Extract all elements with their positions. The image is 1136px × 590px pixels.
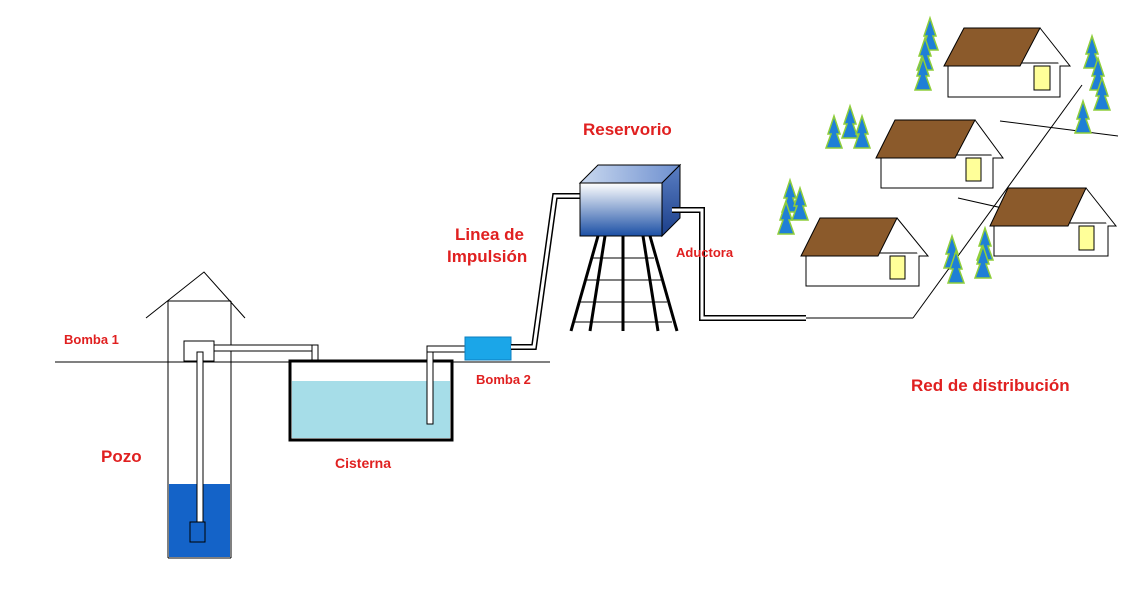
linea-label-line1: Linea de xyxy=(455,225,524,244)
bomba-2-label: Bomba 2 xyxy=(476,372,531,387)
well-house xyxy=(145,271,246,559)
aductora-label: Aductora xyxy=(676,245,734,260)
house-2 xyxy=(875,119,1004,189)
submersible-pump xyxy=(189,521,206,543)
house-1 xyxy=(943,27,1072,98)
cisterna-label: Cisterna xyxy=(335,455,392,471)
pozo-label: Pozo xyxy=(101,447,142,466)
linea-label-line2: Impulsión xyxy=(447,247,528,266)
cistern xyxy=(288,345,466,442)
reservorio-label: Reservorio xyxy=(583,120,672,139)
house-3 xyxy=(989,187,1118,257)
red-distribucion-label: Red de distribución xyxy=(911,376,1070,395)
house-4 xyxy=(800,217,930,287)
bomba-1-label: Bomba 1 xyxy=(64,332,119,347)
impulsion-line xyxy=(511,193,582,350)
reservoir-tank xyxy=(569,163,682,332)
aductora-pipe xyxy=(672,207,806,321)
pump-2 xyxy=(464,336,512,361)
